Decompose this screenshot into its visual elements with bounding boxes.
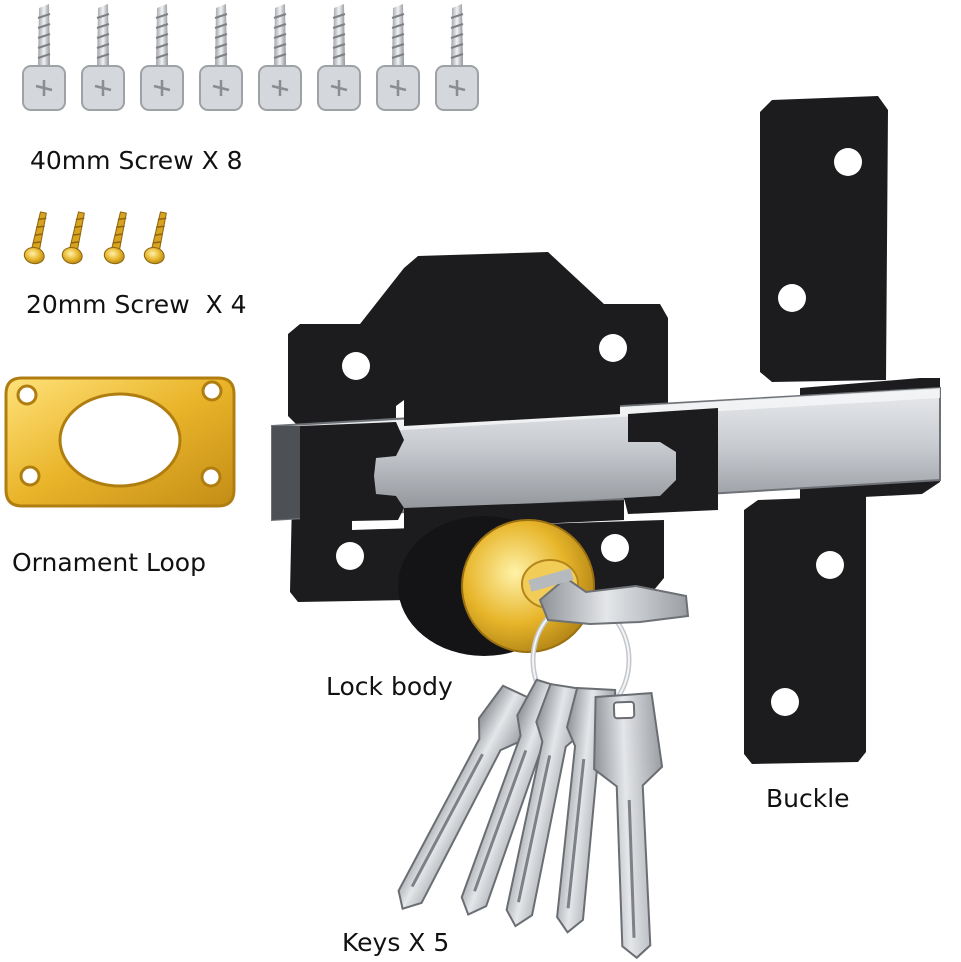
screw-40mm-3 — [140, 4, 184, 111]
lock-cylinder — [398, 516, 595, 656]
screws-40mm — [22, 4, 479, 111]
screw-20mm-3 — [103, 211, 127, 265]
screw-40mm-5 — [258, 4, 302, 111]
screw-20mm-4 — [143, 211, 167, 265]
screw-40mm-4 — [199, 4, 243, 111]
screw-40mm-1 — [22, 4, 66, 111]
screws-20mm — [23, 211, 167, 265]
label-ornament-loop: Ornament Loop — [12, 548, 206, 577]
screw-40mm-6 — [317, 4, 361, 111]
screw-20mm-1 — [23, 211, 47, 265]
key-5 — [593, 692, 664, 960]
screw-40mm-7 — [376, 4, 420, 111]
screw-40mm-8 — [435, 4, 479, 111]
inserted-key — [528, 568, 690, 626]
ornament-loop-plate — [4, 376, 236, 508]
screw-20mm-2 — [61, 211, 85, 265]
label-40mm-screws: 40mm Screw X 8 — [30, 146, 243, 175]
bolt-slot-clamp — [300, 396, 718, 530]
screw-40mm-2 — [81, 4, 125, 111]
label-20mm-screws: 20mm Screw X 4 — [26, 290, 247, 319]
label-buckle: Buckle — [766, 784, 850, 813]
hanging-keys — [397, 678, 664, 960]
label-keys: Keys X 5 — [342, 928, 450, 957]
label-lock-body: Lock body — [326, 672, 453, 701]
